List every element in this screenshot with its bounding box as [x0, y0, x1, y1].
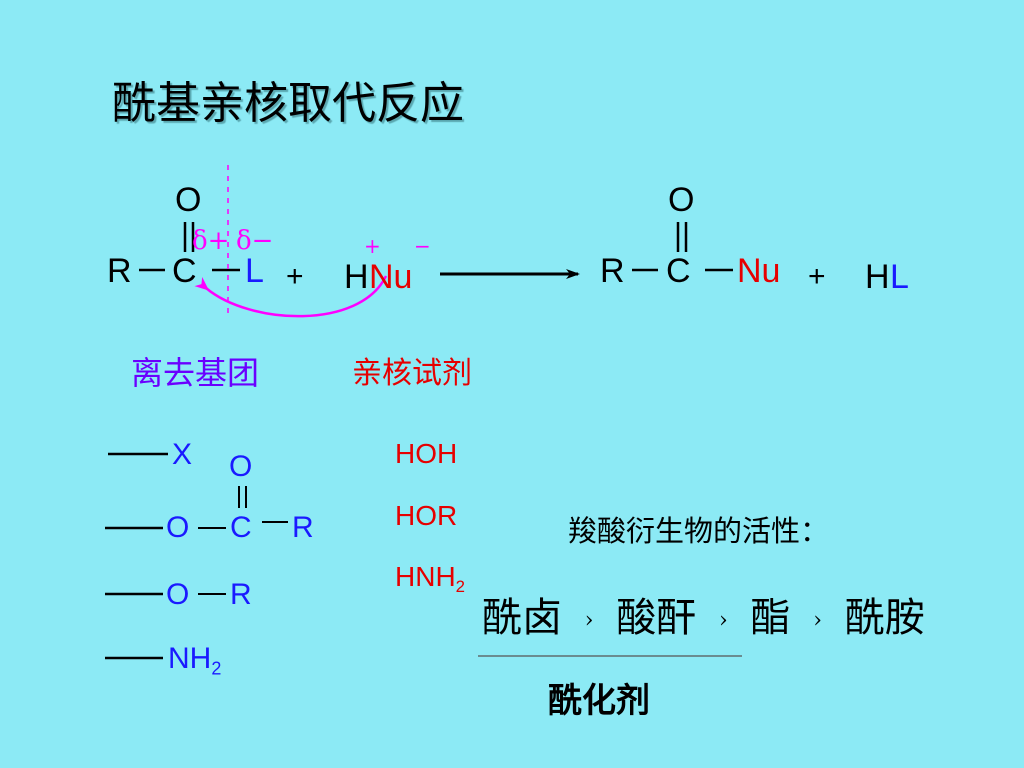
greater-than-1: ›: [584, 608, 594, 633]
lg-ether-r: R: [230, 578, 252, 611]
lg-x: X: [172, 438, 193, 471]
reagent-h: H: [344, 258, 369, 296]
charge-plus: +: [364, 234, 381, 258]
lg-carbonyl-double-bond: [238, 486, 247, 508]
nu-hoh: HOH: [395, 438, 458, 469]
leaving-group-label: 离去基团: [131, 354, 260, 392]
greater-than-3: ›: [813, 608, 823, 633]
lg-ester-r: R: [292, 511, 314, 544]
reactant-leaving-group: L: [245, 252, 264, 290]
nu-hnh2: HNH2: [395, 561, 466, 596]
lg-ester-oxygen: O: [166, 511, 190, 544]
byproduct-h: H: [865, 258, 890, 296]
acylating-agent-label: 酰化剂: [548, 681, 650, 721]
reagent-nu: Nu: [369, 258, 413, 296]
greater-than-2: ›: [718, 608, 728, 633]
activity-item-ester: 酯: [750, 595, 791, 641]
activity-item-amide: 酰胺: [844, 595, 925, 641]
reactant-oxygen: O: [175, 181, 202, 219]
delta-plus: δ+: [192, 226, 230, 256]
delta-minus: δ−: [236, 226, 274, 256]
product-plus: +: [808, 260, 826, 293]
nucleophile-label: 亲核试剂: [352, 356, 472, 391]
reactant-carbon: C: [172, 252, 197, 290]
byproduct-l: L: [890, 258, 909, 296]
nu-hor: HOR: [395, 500, 458, 531]
product-carbon: C: [666, 252, 691, 290]
product-r: R: [600, 252, 625, 290]
reactant-r: R: [107, 252, 132, 290]
lg-ether-oxygen: O: [166, 578, 190, 611]
activity-item-acyl-halide: 酰卤: [482, 595, 562, 641]
activity-heading: 羧酸衍生物的活性：: [568, 514, 830, 548]
product-nu: Nu: [737, 252, 781, 290]
attack-arrow: [194, 275, 388, 318]
lg-ester-carbon: C: [230, 511, 252, 544]
reactant-plus: +: [286, 260, 304, 293]
activity-order: 酰卤 › 酸酐 › 酯 › 酰胺: [482, 598, 925, 638]
lg-carbonyl-oxygen: O: [229, 450, 253, 483]
product-oxygen: O: [668, 181, 695, 219]
activity-item-anhydride: 酸酐: [616, 595, 697, 641]
reactant-double-bond: [183, 222, 195, 252]
lg-amine: NH2: [168, 642, 222, 679]
product-double-bond: [676, 222, 688, 252]
charge-minus: −: [414, 234, 431, 258]
page-title: 酰基亲核取代反应: [112, 78, 464, 129]
